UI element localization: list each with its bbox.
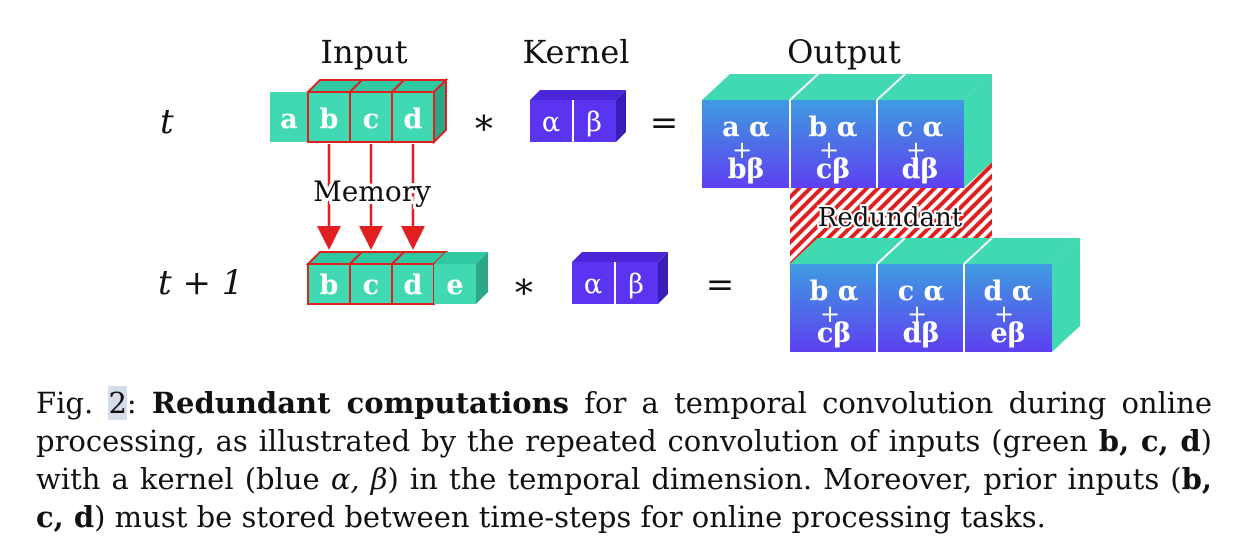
input-t-cell-a: a [280,104,298,135]
output-t1-2-bottom: eβ [990,318,1025,349]
row-label-t: t [160,102,174,142]
caption-text-1: for a temporal convolution during online… [36,386,1212,458]
kernel-t1-beta: β [628,269,644,300]
caption-bold-title: Redundant computations [151,386,569,420]
input-t1-cell-d: d [404,270,423,301]
output-t-1-top: b α [808,112,857,143]
equals-t-plus-1: = [706,265,735,305]
input-t-cell-c: c [363,104,379,135]
caption-text-3: ) in the temporal dimension. Moreover, p… [387,462,1182,496]
figure-caption: Fig. 2: Redundant computations for a tem… [36,384,1212,536]
kernel-t-beta: β [586,107,602,138]
kernel-t1-alpha: α [584,269,602,300]
kernel-row-t: α β [530,90,626,142]
output-t-2-top: c α [897,112,944,143]
output-t-0-top: a α [722,112,770,143]
kernel-t-alpha: α [542,107,560,138]
redundant-label: Redundant [818,203,963,233]
kernel-row-t-plus-1: α β [572,252,668,304]
conv-operator-t-plus-1: ∗ [512,266,536,307]
header-input: Input [320,33,407,71]
output-t-2-plus: + [906,136,926,164]
caption-text-4: ) must be stored between time-steps for … [94,500,1046,534]
output-t1-2-top: d α [983,276,1032,307]
input-t1-cell-c: c [363,270,379,301]
output-t1-0-plus: + [820,300,840,328]
output-t-1-bottom: cβ [816,154,850,185]
redundant-computation-diagram: Input Kernel Output t t + 1 a b c d ∗ α … [158,33,1080,352]
output-t1-1-plus: + [907,300,927,328]
output-t1-1-top: c α [898,276,945,307]
caption-stored-bcd: b, c, d [36,462,1212,534]
output-t-0-bottom: bβ [728,154,765,185]
memory-arrows: Memory [310,144,434,250]
caption-fig-prefix: Fig. [36,386,109,420]
output-t1-0-bottom: cβ [817,318,851,349]
output-t-2-bottom: dβ [902,154,939,185]
output-row-t-plus-1: b α + cβ c α + dβ d α + eβ [790,237,1080,352]
memory-label: Memory [313,175,431,208]
equals-t: = [650,103,679,143]
input-t1-cell-b: b [320,270,339,301]
input-row-t: a b c d [270,77,449,145]
output-t1-1-bottom: dβ [903,318,940,349]
caption-text-2: ) with a kernel (blue [36,424,1212,496]
redundant-region: Redundant [790,162,992,264]
output-t-1-plus: + [819,136,839,164]
row-label-t-plus-1: t + 1 [158,263,243,303]
output-row-t: a α + bβ b α + cβ c α + dβ [702,73,992,188]
input-t-cell-d: d [404,104,423,135]
input-t-cell-b: b [320,104,339,135]
header-kernel: Kernel [522,33,629,71]
conv-operator-t: ∗ [472,102,496,143]
input-row-t-plus-1: b c d e [305,251,488,305]
caption-green-bcd: b, c, d [1098,424,1201,458]
header-output: Output [787,33,901,71]
output-t1-2-plus: + [994,300,1014,328]
caption-alpha-beta: α, β [330,462,388,496]
caption-colon: : [126,386,152,420]
output-t-0-plus: + [732,136,752,164]
output-t1-0-top: b α [809,276,858,307]
caption-fig-number[interactable]: 2 [108,386,127,420]
input-t1-cell-e: e [446,270,463,301]
